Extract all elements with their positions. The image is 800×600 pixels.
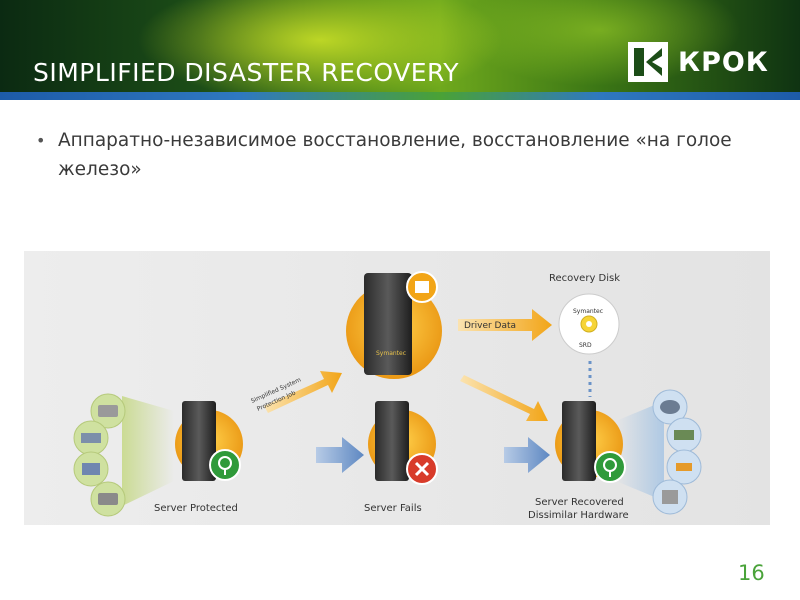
logo: КРОК (628, 42, 769, 82)
arrow-protection-job (264, 371, 342, 413)
kroc-logo-icon (628, 42, 668, 82)
page-number: 16 (738, 561, 765, 585)
bullet-dot-icon: • (36, 131, 46, 150)
server-protected-ok-icon (209, 449, 241, 481)
arrow-central-to-recovered (460, 375, 548, 421)
disk-brand-label: Symantec (573, 308, 603, 315)
arrow-fails-to-recovered (504, 437, 550, 473)
target-devices (652, 389, 702, 515)
device-beam-left (122, 396, 174, 506)
arrow-protected-to-fails (316, 437, 364, 473)
server-recovered-label-line2: Dissimilar Hardware (528, 510, 629, 521)
server-protected-label: Server Protected (154, 503, 238, 514)
device-beam-right (616, 401, 664, 501)
server-protected-node (175, 401, 243, 481)
logo-text: КРОК (678, 46, 769, 78)
slide-title: SIMPLIFIED DISASTER RECOVERY (33, 58, 460, 87)
bullet-item: • Аппаратно-независимое восстановление, … (36, 126, 736, 184)
server-fails-label: Server Fails (364, 503, 422, 514)
server-protected-server-icon (182, 401, 216, 481)
server-recovered-node (555, 401, 626, 483)
recovery-disk-label: Recovery Disk (549, 273, 620, 284)
symantec-badge-label: Symantec (376, 350, 406, 357)
recovery-disk: Symantec SRD (558, 293, 620, 355)
disk-sublabel: SRD (579, 342, 592, 349)
header-strip (0, 92, 800, 100)
server-fails-node (368, 401, 438, 485)
disaster-recovery-diagram: Symantec Symantec SRD Recovery Disk Driv… (24, 251, 770, 525)
driver-data-label: Driver Data (464, 321, 516, 331)
source-devices (73, 393, 126, 517)
server-fails-server-icon (375, 401, 409, 481)
server-recovered-ok-icon (594, 451, 626, 483)
arrow-driver-data (458, 309, 552, 341)
header-banner: SIMPLIFIED DISASTER RECOVERY КРОК (0, 0, 800, 100)
central-backup-server: Symantec (346, 271, 442, 379)
server-recovered-server-icon (562, 401, 596, 481)
bullet-text: Аппаратно-независимое восстановление, во… (58, 130, 732, 180)
central-server-icon (364, 273, 412, 375)
server-recovered-label-line1: Server Recovered (535, 497, 624, 508)
